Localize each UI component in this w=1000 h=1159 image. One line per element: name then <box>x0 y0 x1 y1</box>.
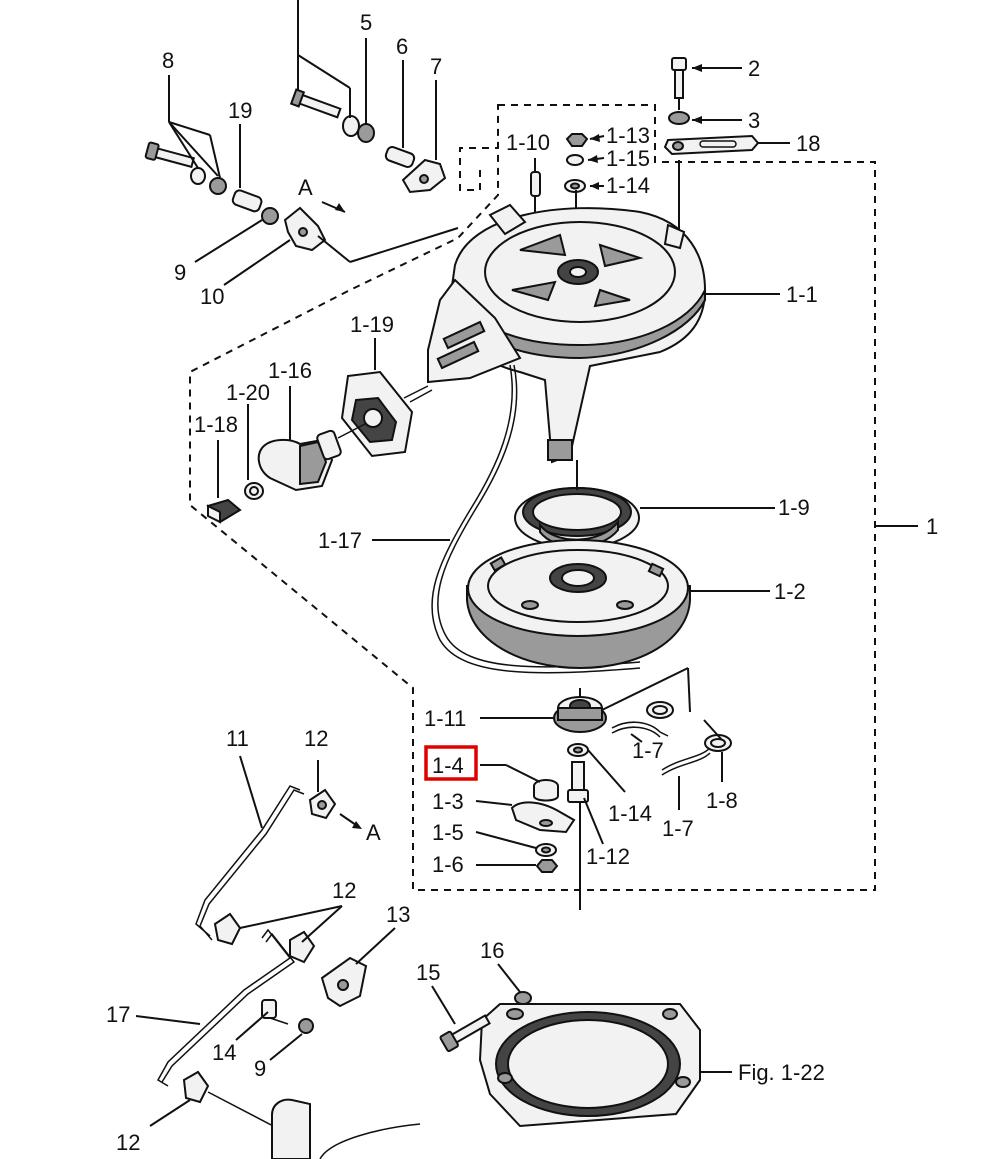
label-16: 16 <box>480 938 504 963</box>
label-1-13: 1-13 <box>606 123 650 148</box>
label-9-lower: 9 <box>254 1056 266 1081</box>
label-19: 19 <box>228 98 252 123</box>
label-18: 18 <box>796 131 820 156</box>
label-12-lower: 12 <box>116 1130 140 1155</box>
label-13: 13 <box>386 902 410 927</box>
label-1-14-lower: 1-14 <box>608 801 652 826</box>
label-9: 9 <box>174 260 186 285</box>
label-17: 17 <box>106 1002 130 1027</box>
label-1-9: 1-9 <box>778 495 810 520</box>
label-1-6: 1-6 <box>432 852 464 877</box>
label-1-15: 1-15 <box>606 146 650 171</box>
label-1-10: 1-10 <box>506 130 550 155</box>
label-1-11: 1-11 <box>424 706 466 731</box>
assembly-boundary <box>189 104 876 891</box>
label-1-1: 1-1 <box>786 282 818 307</box>
upper-right-hardware <box>530 57 790 275</box>
label-10: 10 <box>200 284 224 309</box>
label-1-2: 1-2 <box>774 579 806 604</box>
label-8: 8 <box>162 48 174 73</box>
label-1-3: 1-3 <box>432 789 464 814</box>
label-1-20: 1-20 <box>226 380 270 405</box>
label-6: 6 <box>396 34 408 59</box>
label-1-8: 1-8 <box>706 788 738 813</box>
starter-handle-assembly <box>206 338 433 524</box>
highlight-box-1-4 <box>424 745 478 781</box>
upper-left-hardware <box>144 0 459 286</box>
label-1-18: 1-18 <box>194 412 238 437</box>
label-1-16: 1-16 <box>268 358 312 383</box>
label-14: 14 <box>212 1040 236 1065</box>
label-1-19: 1-19 <box>350 312 394 337</box>
label-1-4: 1-4 <box>432 753 464 778</box>
mounting-ring-fig-1-22 <box>431 963 732 1128</box>
label-15: 15 <box>416 960 440 985</box>
spring-1-9 <box>514 460 775 549</box>
label-1-7-upper: 1-7 <box>632 738 664 763</box>
label-fig-1-22: Fig. 1-22 <box>738 1060 825 1085</box>
starter-rope-1-17 <box>372 364 641 674</box>
label-7: 7 <box>430 54 442 79</box>
ratchet-parts <box>475 525 918 910</box>
label-1-5: 1-5 <box>432 820 464 845</box>
reel-1-2 <box>466 539 770 670</box>
label-1-14-upper: 1-14 <box>606 173 650 198</box>
label-12-middle: 12 <box>332 878 356 903</box>
housing-1-1 <box>427 203 780 464</box>
linkage-assembly <box>135 755 421 1159</box>
label-1-17: 1-17 <box>318 528 362 553</box>
label-5: 5 <box>360 10 372 35</box>
label-a-upper: A <box>298 175 313 200</box>
label-1-12: 1-12 <box>586 844 630 869</box>
label-12-upper: 12 <box>304 726 328 751</box>
label-a-lower: A <box>366 820 381 845</box>
label-1: 1 <box>926 514 938 539</box>
label-2: 2 <box>748 56 760 81</box>
label-3: 3 <box>748 108 760 133</box>
part-labels: 5 6 7 8 19 9 10 A 2 3 18 1-10 1-13 1-15 … <box>106 10 938 1155</box>
label-1-7-lower: 1-7 <box>662 816 694 841</box>
label-11: 11 <box>226 726 249 751</box>
